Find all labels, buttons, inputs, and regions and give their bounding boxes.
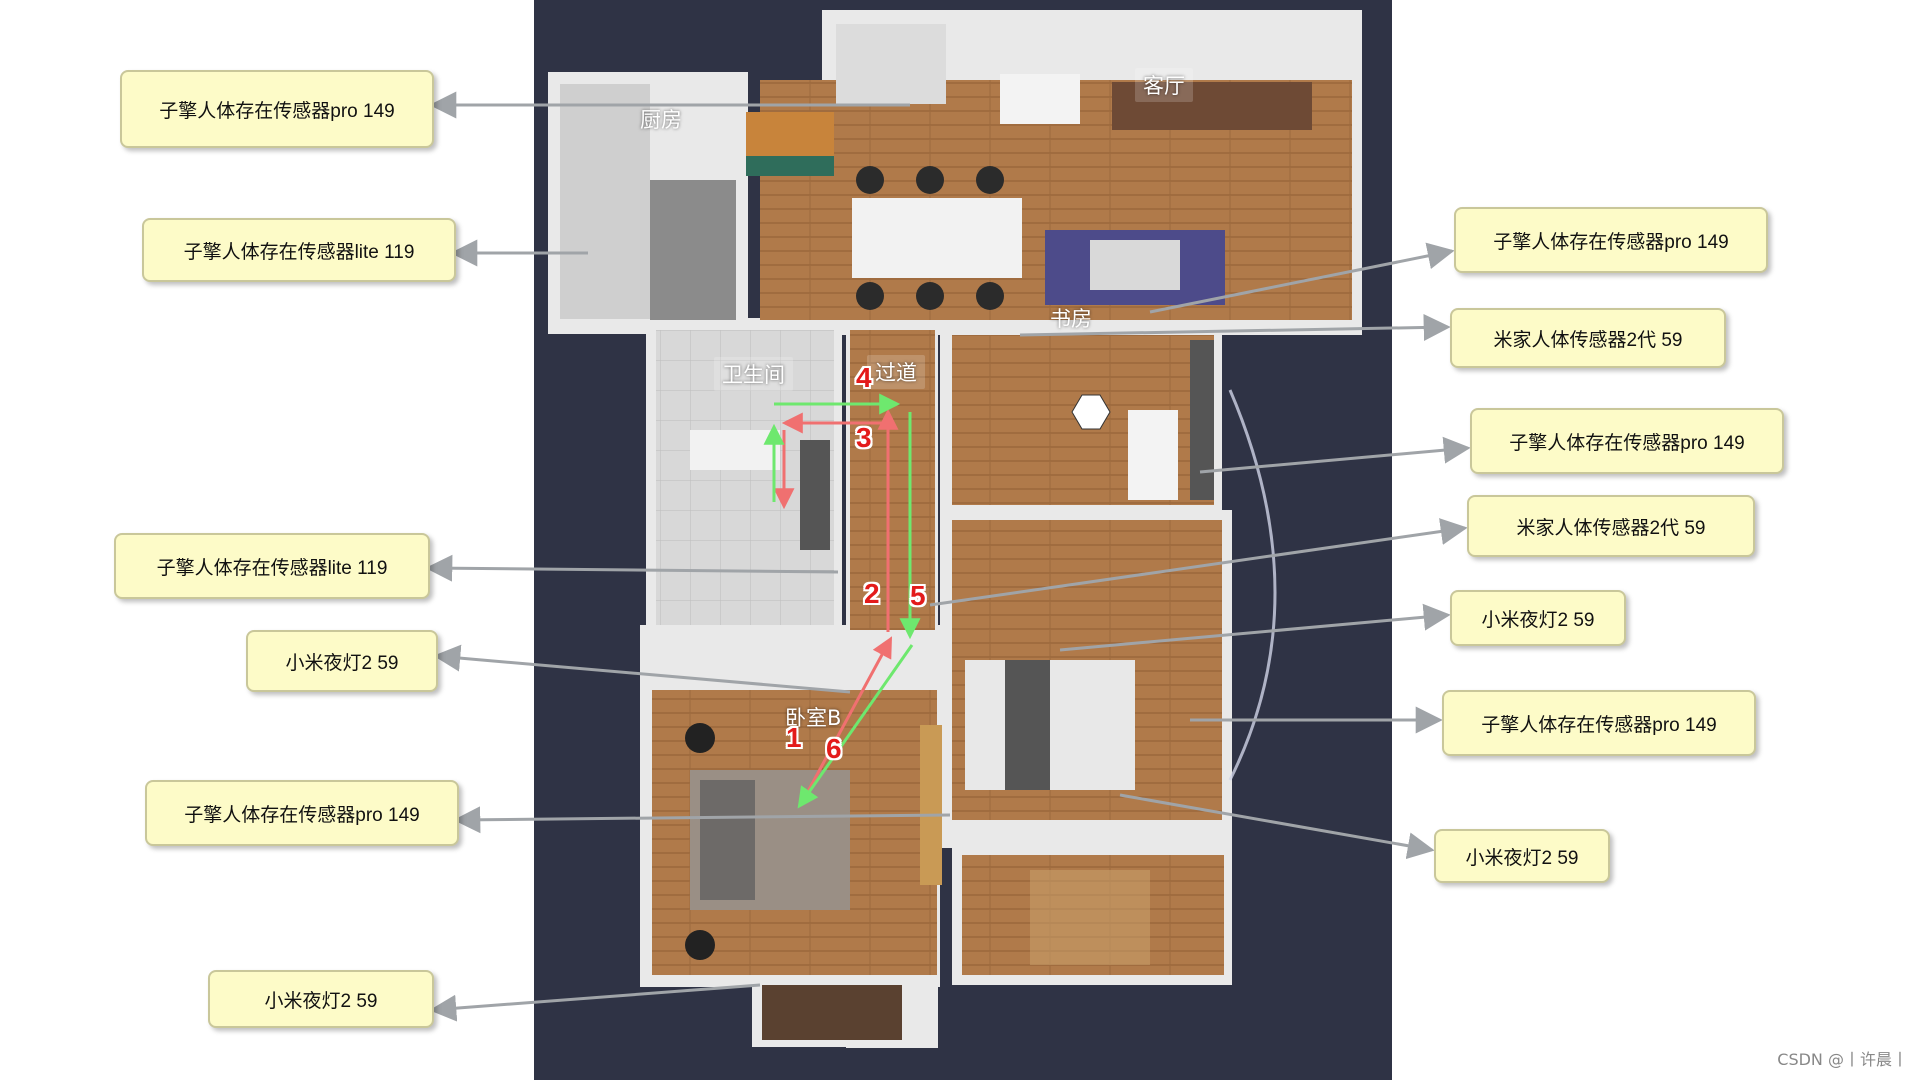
bathtub — [690, 430, 780, 470]
leader-right-4 — [929, 518, 1468, 607]
step-number-5: 5 — [910, 580, 926, 611]
leader-right-3 — [1199, 436, 1471, 474]
leader-left-5 — [453, 806, 951, 834]
wardrobe-b — [920, 725, 942, 885]
kitchen-island — [746, 112, 834, 156]
leader-right-7 — [1119, 793, 1435, 860]
callout-right-3: 子擎人体存在传感器pro 149 — [1470, 408, 1784, 474]
callout-right-6: 子擎人体存在传感器pro 149 — [1442, 690, 1756, 756]
kitchen-floor — [650, 180, 736, 320]
kitchen-counter — [560, 84, 650, 319]
leader-left-3 — [425, 554, 839, 582]
leader-right-1 — [1149, 242, 1455, 314]
leader-right-2 — [1019, 313, 1451, 341]
step-number-3: 3 — [856, 422, 872, 453]
leader-left-4 — [433, 644, 851, 694]
callout-right-5: 小米夜灯2 59 — [1450, 590, 1626, 646]
room-label-bedroom-b: 卧室B — [785, 706, 842, 730]
room-label-bathroom: 卫生间 — [714, 357, 793, 391]
corridor-floor — [850, 330, 935, 630]
room-label-kitchen: 厨房 — [640, 108, 682, 132]
bedside-lamp — [685, 723, 715, 753]
callout-left-4: 小米夜灯2 59 — [246, 630, 438, 692]
shower-glass — [800, 440, 830, 550]
furniture — [685, 74, 1312, 965]
step-number-6: 6 — [826, 733, 842, 764]
leader-lines — [425, 91, 1471, 1022]
callout-right-4: 米家人体传感器2代 59 — [1467, 495, 1755, 557]
small-balcony-floor — [762, 985, 902, 1040]
coffee-table — [1090, 240, 1180, 290]
step-number-4: 4 — [856, 362, 872, 393]
entry-door — [836, 24, 946, 104]
callout-right-7: 小米夜灯2 59 — [1434, 829, 1610, 883]
bookshelf — [1190, 340, 1214, 500]
callout-left-3: 子擎人体存在传感器lite 119 — [114, 533, 430, 599]
room-label-study: 书房 — [1050, 307, 1092, 331]
movement-path — [763, 393, 921, 809]
tv-cabinet — [1000, 74, 1080, 124]
callout-right-2: 米家人体传感器2代 59 — [1450, 308, 1726, 368]
callout-left-5: 子擎人体存在传感器pro 149 — [145, 780, 459, 846]
sunlight — [1030, 870, 1150, 965]
step-number-2: 2 — [864, 578, 880, 609]
watermark: CSDN @丨许晨丨 — [1777, 1050, 1908, 1069]
leader-right-5 — [1059, 603, 1451, 652]
leader-left-6 — [429, 983, 761, 1022]
path-step-1 — [804, 636, 893, 796]
callout-left-6: 小米夜灯2 59 — [208, 970, 434, 1028]
callout-right-1: 子擎人体存在传感器pro 149 — [1454, 207, 1768, 273]
study-lamp — [1071, 394, 1111, 430]
study-desk — [1128, 410, 1178, 500]
room-label-living: 客厅 — [1135, 68, 1193, 102]
path-step-6 — [797, 644, 914, 809]
dining-table — [852, 198, 1022, 278]
door-swing-arc — [1228, 389, 1277, 781]
callout-left-2: 子擎人体存在传感器lite 119 — [142, 218, 456, 282]
sofa — [1112, 82, 1312, 130]
callout-left-1: 子擎人体存在传感器pro 149 — [120, 70, 434, 148]
room-label-corridor: 过道 — [867, 355, 925, 389]
step-number-1: 1 — [786, 722, 802, 753]
